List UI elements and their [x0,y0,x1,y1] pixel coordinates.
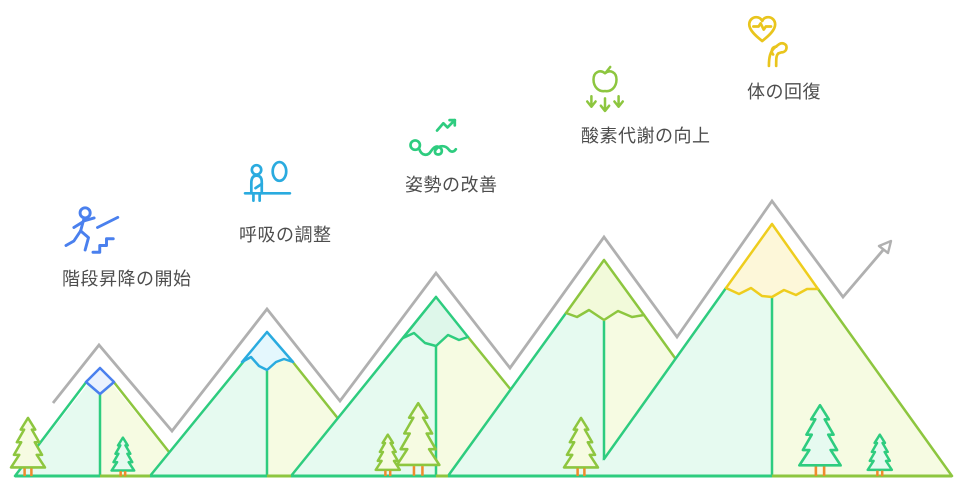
step-5-label: 体の回復 [747,82,821,103]
pine-tree [110,436,136,477]
snow-cap-3 [401,295,470,348]
pine-tree [9,416,47,477]
breathing-icon [243,159,293,213]
pine-trees [9,401,894,477]
situp-exercise-icon [407,117,463,167]
heart-muscle-icon [742,12,800,70]
pine-tree [562,416,600,477]
stair-climbing-icon [60,205,126,259]
snow-cap-5 [724,222,820,299]
trend-zigzag-line [51,198,893,434]
pine-tree [395,401,441,476]
step-3-label: 姿勢の改善 [405,175,498,196]
step-2-label: 呼吸の調整 [239,225,332,246]
trend-arrowhead-icon [877,239,893,255]
pine-tree [798,403,842,476]
apple-arrows-icon [582,64,628,116]
pine-tree [374,433,402,477]
snow-cap-4 [564,258,646,322]
pine-tree [866,433,894,477]
step-4-label: 酸素代謝の向上 [581,126,711,147]
snow-cap-1 [84,366,116,396]
snow-cap-2 [240,330,295,372]
step-1-label: 階段昇降の開始 [62,269,192,290]
